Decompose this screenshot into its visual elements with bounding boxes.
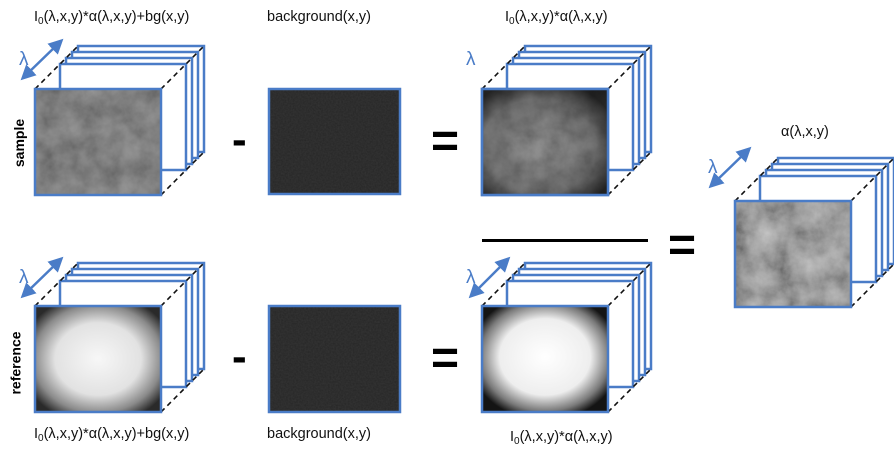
result-cube <box>733 156 894 309</box>
wavelength-arrow-result <box>708 146 752 189</box>
cube-depth-edge <box>481 45 526 90</box>
wavelength-arrow-corrected <box>468 256 511 299</box>
background-label-bottom: background(x,y) <box>267 426 371 442</box>
lambda-symbol-sample-corrected: λ <box>466 49 476 70</box>
equals-operator-bottom: = <box>431 332 460 385</box>
reference-corrected-formula-text: (λ,x,y)*α(λ,x,y) <box>519 429 613 445</box>
intensity-subscript: 0 <box>514 436 520 447</box>
image-frame <box>33 304 163 414</box>
background-image-top <box>267 87 402 196</box>
cube-depth-edge <box>160 45 205 90</box>
cube-depth-edge <box>607 368 652 413</box>
cube-depth-edge <box>160 368 205 413</box>
fraction-divider <box>482 239 648 242</box>
cube-depth-edge <box>734 157 779 202</box>
image-texture <box>735 201 851 307</box>
image-frame <box>33 87 163 197</box>
wavelength-arrow-sample <box>20 38 64 81</box>
intensity-subscript: 0 <box>38 16 44 27</box>
reference-raw-formula: I0(λ,x,y)*α(λ,x,y)+bg(x,y) <box>34 426 190 444</box>
row-label-reference: reference <box>7 331 24 395</box>
row-label-sample: sample <box>11 118 28 168</box>
intensity-symbol: I <box>34 9 39 25</box>
minus-operator-top: - <box>232 115 247 164</box>
cube-depth-edge <box>607 45 652 90</box>
intensity-symbol: I <box>510 429 515 445</box>
cube-depth-edge <box>160 262 205 307</box>
sample-raw-cube <box>33 44 206 197</box>
equals-operator-top: = <box>431 115 460 168</box>
reference-corrected-formula: I0(λ,x,y)*α(λ,x,y) <box>510 429 613 447</box>
lambda-symbol-sample: λ <box>19 49 29 70</box>
intensity-subscript: 0 <box>38 433 44 444</box>
result-label: α(λ,x,y) <box>781 124 829 140</box>
background-image-bottom <box>267 304 402 414</box>
intensity-symbol: I <box>34 426 39 442</box>
intensity-symbol: I <box>505 9 510 25</box>
vignette-shading <box>482 89 608 195</box>
wavelength-arrow-reference <box>20 256 64 299</box>
image-frame <box>480 87 610 197</box>
image-frame <box>480 304 610 414</box>
intensity-subscript: 0 <box>509 16 515 27</box>
sample-raw-formula-text: (λ,x,y)*α(λ,x,y)+bg(x,y) <box>43 9 190 25</box>
lambda-symbol-result: λ <box>708 157 718 178</box>
sample-raw-formula: I0(λ,x,y)*α(λ,x,y)+bg(x,y) <box>34 9 190 27</box>
reference-raw-formula-text: (λ,x,y)*α(λ,x,y)+bg(x,y) <box>43 426 190 442</box>
spectral-image <box>35 306 161 412</box>
cube-depth-edge <box>607 151 652 196</box>
reference-raw-cube <box>33 261 206 414</box>
spectral-image <box>482 306 608 412</box>
sample-corrected-formula: I0(λ,x,y)*α(λ,x,y) <box>505 9 608 27</box>
sample-corrected-cube <box>480 44 653 197</box>
background-label-top: background(x,y) <box>267 9 371 25</box>
cube-depth-edge <box>850 157 894 202</box>
image-frame <box>733 199 853 309</box>
equals-operator-result: = <box>668 219 697 272</box>
lambda-symbol-reference: λ <box>19 267 29 288</box>
lambda-symbol-reference-corrected: λ <box>466 267 476 288</box>
minus-operator-bottom: - <box>232 332 247 381</box>
cube-depth-edge <box>160 151 205 196</box>
reference-corrected-cube <box>480 261 653 414</box>
image-texture <box>35 89 161 195</box>
cube-depth-edge <box>850 263 894 308</box>
cube-depth-edge <box>607 262 652 307</box>
sample-corrected-formula-text: (λ,x,y)*α(λ,x,y) <box>514 9 608 25</box>
